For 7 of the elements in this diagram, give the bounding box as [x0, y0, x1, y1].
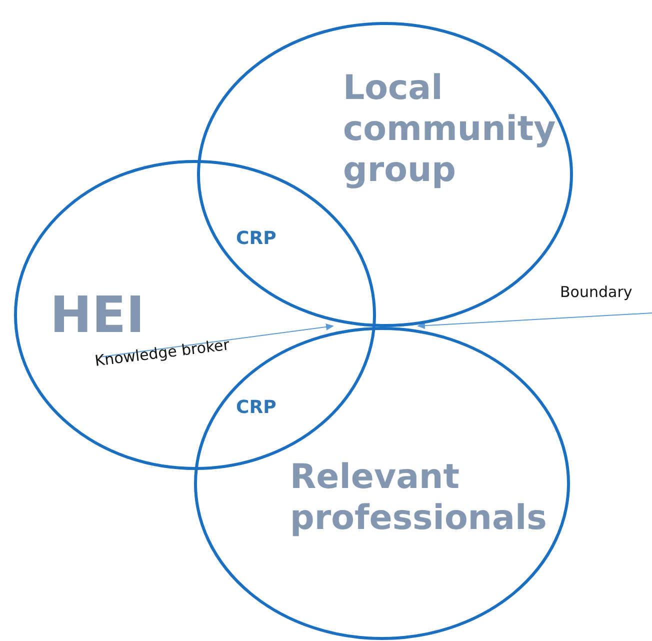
circle-label: Local community group	[343, 68, 557, 190]
arrow	[417, 312, 652, 330]
arrow-label: Boundary	[560, 283, 632, 301]
overlap-label: CRP	[236, 228, 276, 249]
circle-label: Relevant professionals	[290, 457, 548, 539]
overlap-label: CRP	[236, 397, 276, 418]
arrow	[100, 323, 334, 358]
